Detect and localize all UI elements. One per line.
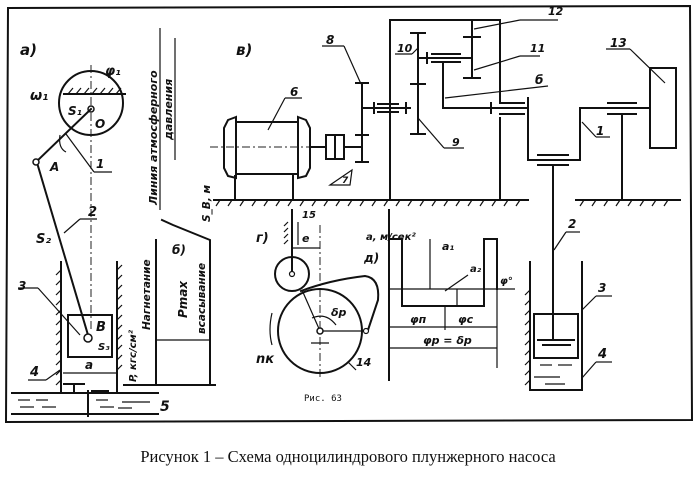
suction-label: всасывание xyxy=(196,263,208,334)
omega-label: ω₁ xyxy=(30,88,48,104)
figure-caption: Рисунок 1 – Схема одноцилиндрового плунж… xyxy=(140,447,556,466)
crankshaft-1 xyxy=(527,97,651,161)
part-12-label: 12 xyxy=(548,5,564,18)
a-label: A xyxy=(49,160,59,174)
s3-label: S₃ xyxy=(98,342,110,353)
cam-rotation-arrow xyxy=(269,312,273,346)
pressure-axis-label: P, кгс/см² xyxy=(128,329,139,382)
joint-b xyxy=(83,333,93,343)
panel-d-label: д) xyxy=(363,251,379,265)
panel-d: a, м/сек² φ° д) a₁ a₂ φп φс φр = δр xyxy=(363,209,515,381)
atm-line-label-2: давления xyxy=(162,79,175,141)
discharge-label: Нагнетание xyxy=(141,259,153,330)
sb-label: S_B, м xyxy=(201,185,213,222)
panel-a: а) ω₁ φ₁ S₁ O A 1 2 S₂ xyxy=(11,41,170,417)
part-8-label: 8 xyxy=(326,33,334,47)
panel-v-label: в) xyxy=(236,41,252,59)
part-1-label: 1 xyxy=(96,157,104,171)
part-1b-label: 1 xyxy=(596,124,604,138)
atm-line-label-1: Линия атмосферного xyxy=(147,70,160,206)
phi-p-label: φп xyxy=(410,313,427,326)
frame xyxy=(4,4,694,424)
pressure-curve xyxy=(160,218,211,386)
part-11-label: 11 xyxy=(530,42,545,55)
connecting-rod xyxy=(36,164,90,337)
roller xyxy=(274,256,310,292)
cam-profile xyxy=(299,274,380,332)
nk-label: nк xyxy=(256,352,275,367)
part-2-label: 2 xyxy=(88,205,97,220)
plunger-3b xyxy=(533,313,579,359)
panel-a-label: а) xyxy=(20,41,37,59)
part-10-label: 10 xyxy=(397,42,413,55)
pmax-label: Pmax xyxy=(176,280,190,318)
part-3-label: 3 xyxy=(18,279,26,293)
plunger-3 xyxy=(67,314,113,358)
phi-total-label: φр = δр xyxy=(423,334,472,347)
e-label: e xyxy=(302,232,310,245)
liquid-marks xyxy=(18,399,150,409)
part-9-label: 9 xyxy=(452,136,460,149)
part-4-label: 4 xyxy=(29,365,39,380)
gearbox-housing xyxy=(389,19,501,201)
panel-g: г) 15 e δр nк 14 Рис. 63 xyxy=(256,209,380,404)
part-13-label: 13 xyxy=(610,36,627,50)
d-axis-x-label: φ° xyxy=(500,276,513,287)
a1-label: a₁ xyxy=(442,240,454,253)
panel-v: в) 6 xyxy=(210,5,681,391)
part-5-label: 5 xyxy=(160,399,170,415)
flywheel-13 xyxy=(649,67,677,149)
part-2b-label: 2 xyxy=(568,217,576,231)
rotation-arrow xyxy=(59,134,67,153)
part-3b-label: 3 xyxy=(598,281,606,295)
delta-label: δр xyxy=(331,306,347,319)
panel-g-label: г) xyxy=(256,231,269,246)
phi-label: φ₁ xyxy=(105,64,121,79)
d-axis-y-label: a, м/сек² xyxy=(366,232,416,243)
part-7-wedge xyxy=(328,168,353,186)
part-7-label: 7 xyxy=(342,176,349,186)
a2-label: a₂ xyxy=(470,264,482,275)
panel-b: Линия атмосферного давления P, кгс/см² Н… xyxy=(123,28,216,386)
part-6-label: 6 xyxy=(290,85,298,99)
spring-15-label: 15 xyxy=(302,210,316,221)
o-label: O xyxy=(95,117,105,131)
figure-number: Рис. 63 xyxy=(304,394,342,404)
dim-a-label: a xyxy=(85,358,93,372)
b-label: B xyxy=(96,320,106,335)
crank-arm xyxy=(34,107,93,164)
cam-14-label: 14 xyxy=(356,356,371,369)
part-4b-label: 4 xyxy=(597,347,607,362)
motor-6 xyxy=(235,121,299,175)
leader-1 xyxy=(65,133,95,173)
joint-a xyxy=(32,158,40,166)
s1-label: S₁ xyxy=(68,104,82,118)
support-hatch xyxy=(67,87,122,95)
s2-label: S₂ xyxy=(36,232,51,247)
acceleration-curve xyxy=(388,238,498,307)
panel-b-label: б) xyxy=(172,243,186,257)
phi-c-label: φс xyxy=(458,313,474,326)
part-b-label: б xyxy=(535,73,543,87)
